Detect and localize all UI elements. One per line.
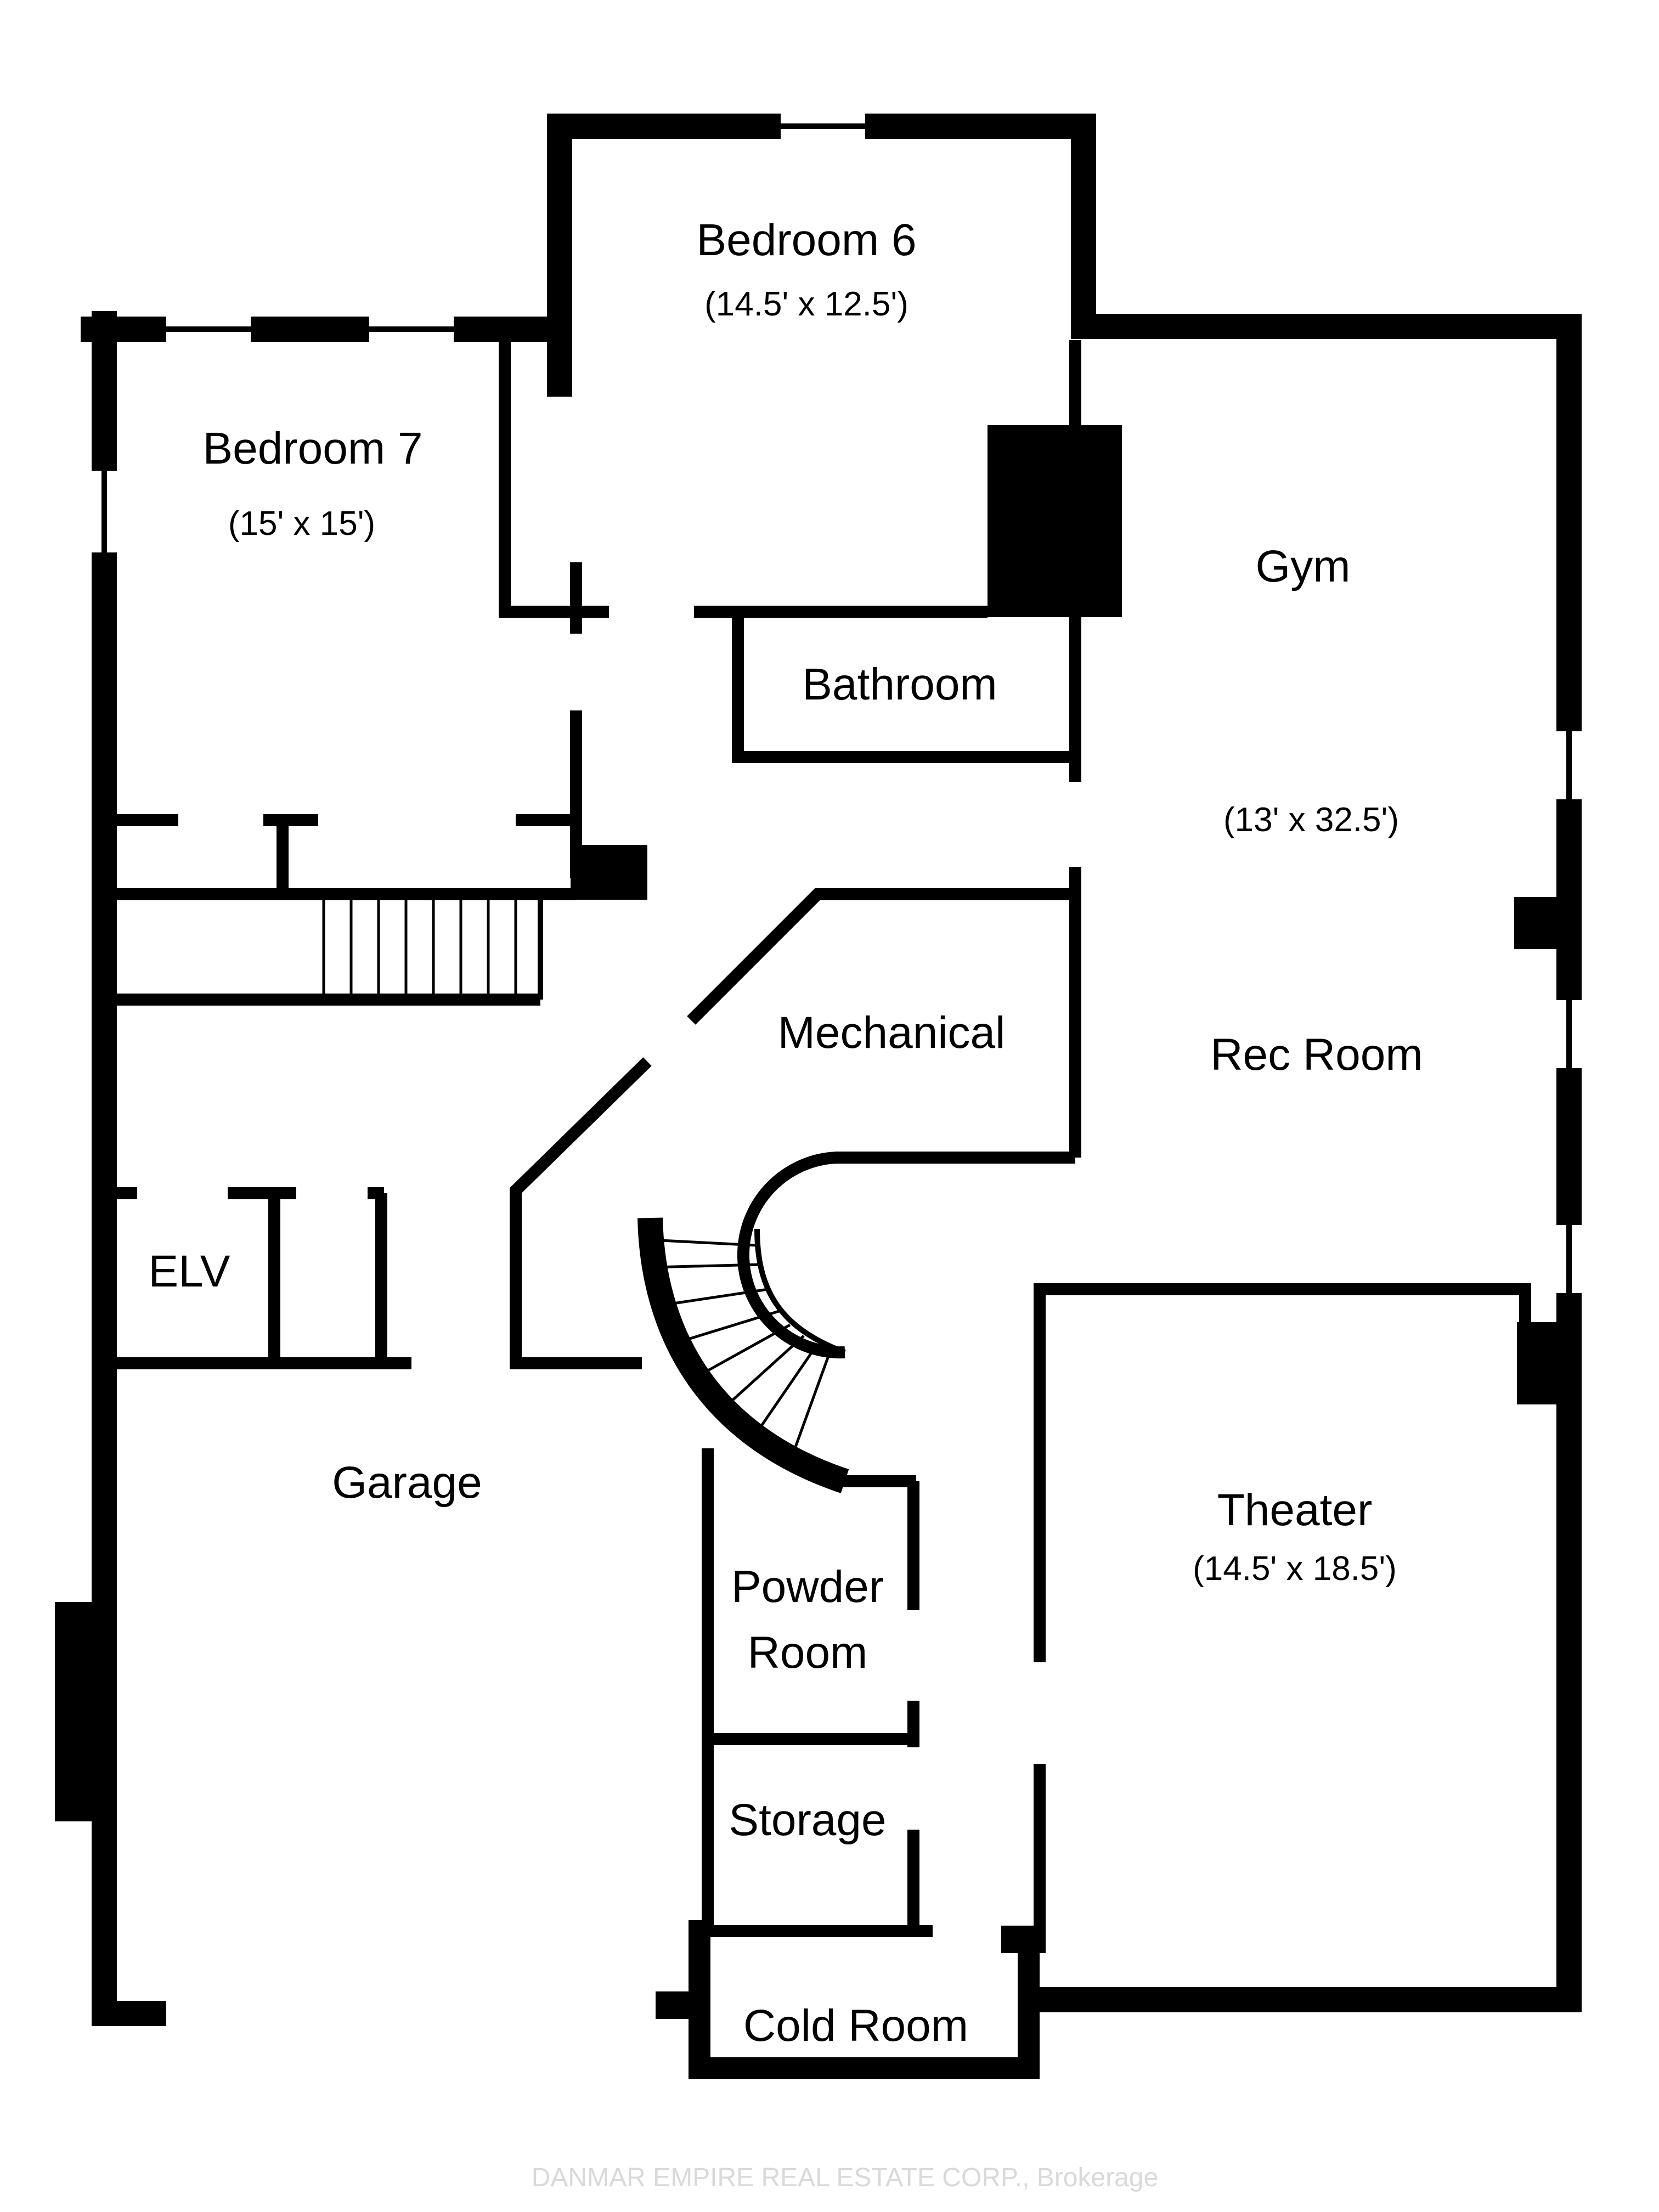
label-cold-room: Cold Room (743, 2001, 968, 2051)
label-powder-room-2: Room (748, 1628, 868, 1678)
stair-tread (750, 1343, 819, 1441)
wall-theater-top (1034, 1283, 1531, 1662)
label-rec-room: Rec Room (1210, 1030, 1423, 1080)
room-labels: Bedroom 6 (14.5' x 12.5') Bedroom 7 (15'… (149, 215, 1423, 2051)
stair-tread (672, 1310, 780, 1346)
label-bedroom-6: Bedroom 6 (696, 215, 916, 265)
label-bathroom: Bathroom (802, 659, 997, 709)
wall-powder-room (702, 1448, 933, 1937)
dims-bedroom-7: (15' x 15') (228, 505, 375, 543)
column-stair-landing (571, 845, 647, 900)
column-east-recroom (1514, 897, 1569, 949)
column-garage-west (55, 1602, 104, 1821)
column-cold-room-left (656, 1991, 699, 2019)
wall-top-east (1071, 314, 1582, 731)
wall-bathroom (732, 612, 1075, 763)
label-garage: Garage (332, 1458, 482, 1508)
label-mechanical: Mechanical (778, 1008, 1006, 1058)
label-powder-room-1: Powder (731, 1562, 884, 1612)
curved-stair (637, 1217, 849, 1493)
solid-blocks (55, 425, 1569, 2019)
stair-tread (658, 1288, 769, 1307)
wall-hall-diagonal (510, 1057, 652, 1369)
straight-stair (322, 900, 543, 1000)
dims-bedroom-6: (14.5' x 12.5') (704, 285, 909, 323)
column-cold-room-right (1001, 1926, 1040, 1953)
column-theater-east (1517, 1322, 1569, 1404)
wall-east-lower (1032, 1293, 1582, 2012)
wall-bedroom6-left (547, 114, 781, 397)
stair-tread (650, 1238, 758, 1247)
stair-tread (718, 1335, 805, 1414)
label-bedroom-7: Bedroom 7 (202, 424, 422, 473)
stair-tread (652, 1263, 760, 1269)
label-gym: Gym (1255, 541, 1350, 591)
wall-mechanical (687, 888, 1075, 1025)
label-storage: Storage (729, 1795, 886, 1845)
label-theater: Theater (1217, 1485, 1373, 1535)
column-chimney (988, 425, 1122, 617)
stair-tread (690, 1323, 791, 1381)
exterior-walls (81, 114, 1582, 2079)
dims-rec-room: (13' x 32.5') (1223, 801, 1399, 839)
dims-theater: (14.5' x 18.5') (1193, 1550, 1397, 1588)
label-elv: ELV (149, 1246, 230, 1296)
stair-tread (788, 1348, 833, 1463)
curved-stair-inner-edge (754, 1228, 846, 1355)
watermark: DANMAR EMPIRE REAL ESTATE CORP., Brokera… (532, 2163, 1159, 2192)
interior-walls (104, 329, 1531, 1953)
wall-mechanical-curve (737, 1152, 1075, 1359)
wall-bedroom6-right (865, 114, 1096, 336)
wall-west (92, 552, 166, 2026)
